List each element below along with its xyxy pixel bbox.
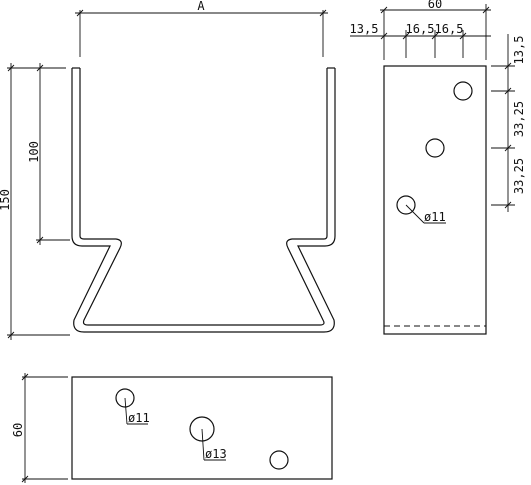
dim-a-tick-left xyxy=(76,9,84,17)
side-dim-v-tick-2 xyxy=(504,87,512,95)
side-hole-label: ø11 xyxy=(424,210,446,224)
dim-a-label: A xyxy=(197,0,205,13)
bottom-plate xyxy=(71,376,333,480)
side-dim-v-tick-3 xyxy=(504,144,512,152)
side-dim-v-tick-1 xyxy=(504,62,512,70)
side-dim-spacing-b: 16,5 xyxy=(435,22,464,36)
dim-100-label: 100 xyxy=(27,141,41,163)
side-dim-v-tick-4 xyxy=(504,201,512,209)
dim-100-tick-bottom xyxy=(36,236,44,244)
side-dim-width-label: 60 xyxy=(428,0,442,11)
bottom-dim-height-label: 60 xyxy=(11,423,25,437)
side-hole-top xyxy=(453,81,473,101)
side-hole-middle xyxy=(425,138,445,158)
bottom-hole-large-leader xyxy=(201,428,205,461)
side-dim-60-tick-right xyxy=(482,6,490,14)
side-dim-tick-4 xyxy=(459,32,467,40)
side-view: ø11 13,5 16,5 16,5 60 13,5 33,25 33,25 xyxy=(350,0,526,335)
side-plate xyxy=(383,65,487,335)
side-hole-leader xyxy=(405,204,425,224)
front-view: A 150 100 xyxy=(0,0,336,340)
side-dim-vertical-2: 33,25 xyxy=(512,158,526,194)
side-dim-tick-2 xyxy=(402,32,410,40)
bottom-view: ø11 ø13 60 xyxy=(11,373,333,483)
bottom-dim-tick-top xyxy=(21,373,29,381)
bracket-outline xyxy=(71,68,336,333)
bracket-inner-outline xyxy=(79,68,328,326)
side-dim-60-tick-left xyxy=(380,6,388,14)
bottom-hole-small-label: ø11 xyxy=(128,411,150,425)
bottom-hole-right xyxy=(269,450,289,470)
bottom-hole-small-leader xyxy=(124,397,128,425)
side-dim-vertical-1: 33,25 xyxy=(512,101,526,137)
side-dim-left-offset: 13,5 xyxy=(350,22,379,36)
bottom-dim-tick-bottom xyxy=(21,475,29,483)
bottom-hole-large-label: ø13 xyxy=(205,447,227,461)
dim-a-tick-right xyxy=(319,9,327,17)
dim-150-label: 150 xyxy=(0,189,12,211)
side-dim-tick-1 xyxy=(380,32,388,40)
dim-150-tick-bottom xyxy=(7,331,15,339)
side-dim-tick-3 xyxy=(431,32,439,40)
dim-100-tick-top xyxy=(36,64,44,72)
side-dim-spacing-a: 16,5 xyxy=(406,22,435,36)
dim-150-tick-top xyxy=(7,64,15,72)
side-dim-top-offset: 13,5 xyxy=(512,36,526,65)
